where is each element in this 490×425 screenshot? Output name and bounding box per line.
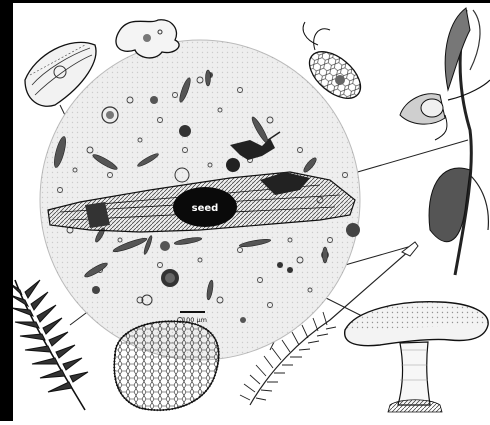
pollen-icon <box>114 321 218 410</box>
orchid-icon <box>400 8 490 275</box>
amoeba-icon <box>116 20 179 58</box>
top-border <box>0 0 490 3</box>
mushroom-icon <box>345 302 488 412</box>
seed-label: seed <box>192 203 219 214</box>
left-border <box>0 0 13 421</box>
